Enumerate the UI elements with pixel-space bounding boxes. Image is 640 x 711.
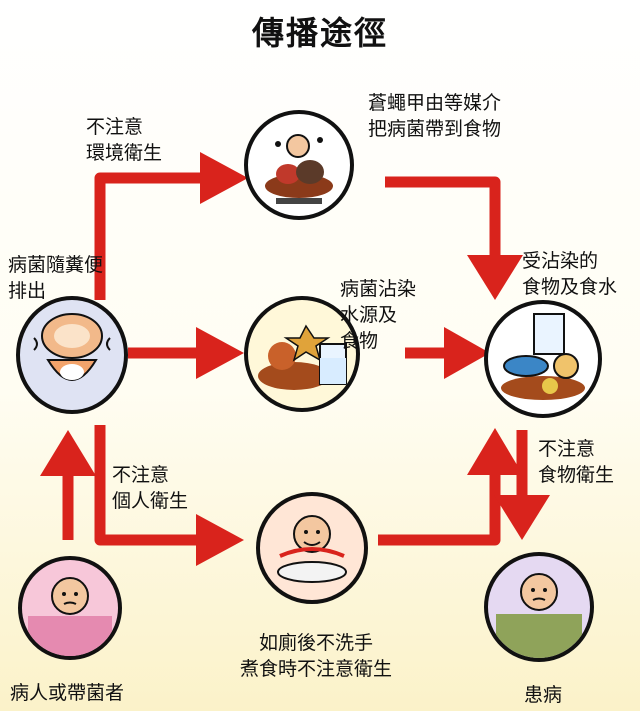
- label-patient: 病人或帶菌者: [10, 682, 125, 704]
- arrow-cook-to-contaminated: [378, 470, 501, 546]
- arrowhead-contaminated-top: [467, 255, 523, 300]
- arrow-toilet-to-cook: [94, 425, 200, 546]
- label-flies: 蒼蠅甲由等媒介 把病菌帶到食物: [368, 92, 502, 140]
- arrowhead-water: [196, 327, 244, 379]
- arrowhead-contaminated-mid: [444, 327, 490, 379]
- toilet-icon: [16, 296, 128, 414]
- label-food-hygiene: 不注意 食物衛生: [538, 438, 615, 486]
- arrowhead-flies: [200, 152, 248, 204]
- label-env-hygiene: 不注意 環境衛生: [86, 116, 163, 164]
- label-ill: 患病: [524, 684, 563, 706]
- label-cook: 如廁後不洗手 煮食時不注意衛生: [240, 632, 393, 680]
- arrowhead-cook: [196, 514, 244, 566]
- ill-person-icon: [484, 552, 594, 662]
- label-contaminated: 受沾染的 食物及食水: [522, 250, 618, 298]
- arrow-toilet-to-flies: [94, 172, 210, 300]
- fly-on-food-icon: [244, 110, 354, 220]
- arrow-flies-to-contaminated: [385, 176, 501, 262]
- arrowhead-ill: [494, 495, 550, 540]
- diagram-title: 傳播途徑: [251, 14, 388, 52]
- sick-person-in-bed-icon: [18, 556, 122, 660]
- arrowhead-toilet: [40, 430, 96, 476]
- cook-eating-icon: [256, 492, 368, 604]
- label-water: 病菌沾染 水源及 食物: [340, 278, 417, 352]
- label-toilet: 病菌隨糞便 排出: [8, 254, 104, 302]
- label-personal-hygiene: 不注意 個人衛生: [112, 464, 189, 512]
- contaminated-food-water-icon: [244, 296, 360, 412]
- arrowhead-contaminated-bottom: [467, 428, 523, 475]
- contaminated-plate-icon: [484, 300, 602, 418]
